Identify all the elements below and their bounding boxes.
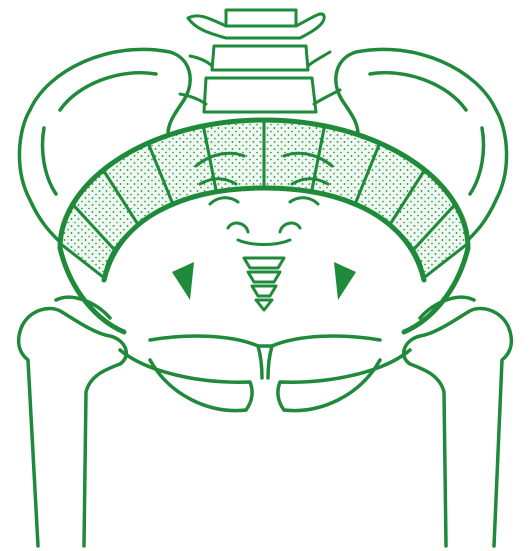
right-arrow-marker <box>334 262 356 300</box>
force-arc-segments <box>60 120 467 278</box>
left-femur <box>19 297 127 546</box>
right-femur <box>404 297 512 546</box>
pubic-symphysis <box>120 336 410 410</box>
lumbar-vertebra-upper <box>188 10 324 38</box>
left-arrow-marker <box>172 262 194 300</box>
coccyx <box>244 258 284 310</box>
lumbar-vertebra-lower <box>180 46 340 112</box>
